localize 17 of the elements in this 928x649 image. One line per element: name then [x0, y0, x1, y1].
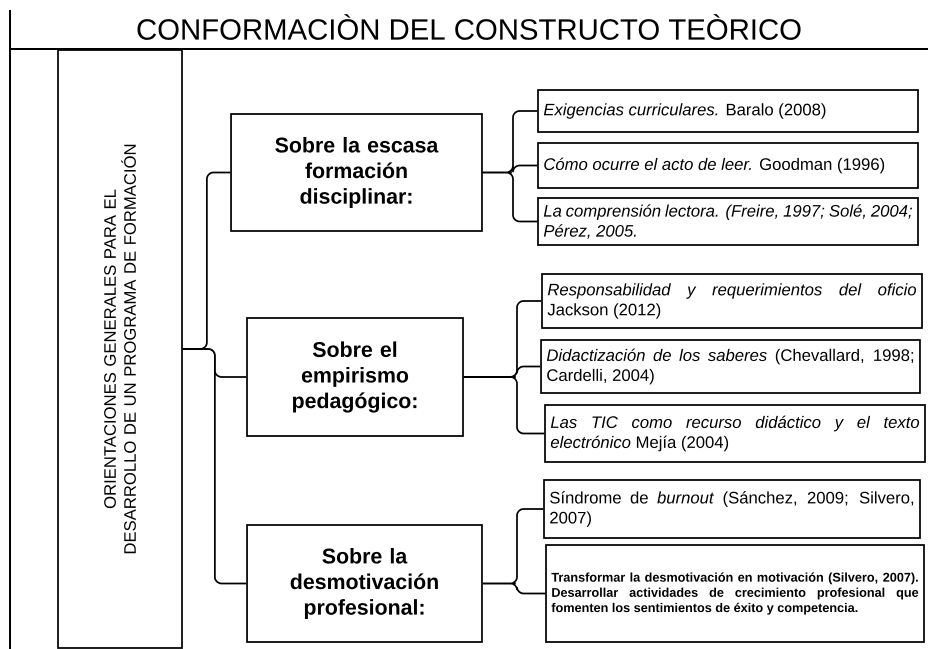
topic-box: Sobre la escasa formación disciplinar:	[230, 113, 483, 232]
reference-box: Responsabilidad y requerimientos del oficio Jackson (2012)	[541, 273, 923, 329]
title: CONFORMACIÒN DEL CONSTRUCTO TEÒRICO	[138, 14, 801, 40]
reference-box: Las TIC como recurso didáctico y el texto electrónico Mejía (2004)	[544, 404, 926, 463]
topic-box: Sobre la desmotivación profesional:	[246, 524, 483, 643]
reference-box: Cómo ocurre el acto de leer. Goodman (1996)	[537, 142, 919, 189]
tree-connector	[182, 348, 246, 584]
brace-connector	[482, 582, 546, 594]
vertical-heading-box: ORIENTACIONES GENERALES PARA EL DESARROLLO DE UN PROGRAMA DE FORMACIÓN	[57, 49, 183, 649]
brace-connector	[482, 172, 538, 222]
reference-box: Transformar la desmotivación en motivación (Silvero, 2007). Desarrollar actividades de crecimiento profesional que fomenten los sentimientos de éxito y competencia.	[545, 544, 925, 643]
reference-box: Exigencias curriculares. Baralo (2008)	[537, 89, 919, 133]
reference-box: Didactización de los saberes (Chevallard, 1998; Cardelli, 2004)	[540, 339, 921, 394]
reference-box: Síndrome de burnout (Sánchez, 2009; Silvero, 2007)	[543, 479, 921, 539]
brace-connector	[464, 376, 544, 434]
topic-box: Sobre el empirismo pedagógico:	[246, 317, 464, 437]
reference-box: La comprensión lectora. (Freire, 1997; Solé, 2004; Pérez, 2005.	[537, 197, 919, 246]
